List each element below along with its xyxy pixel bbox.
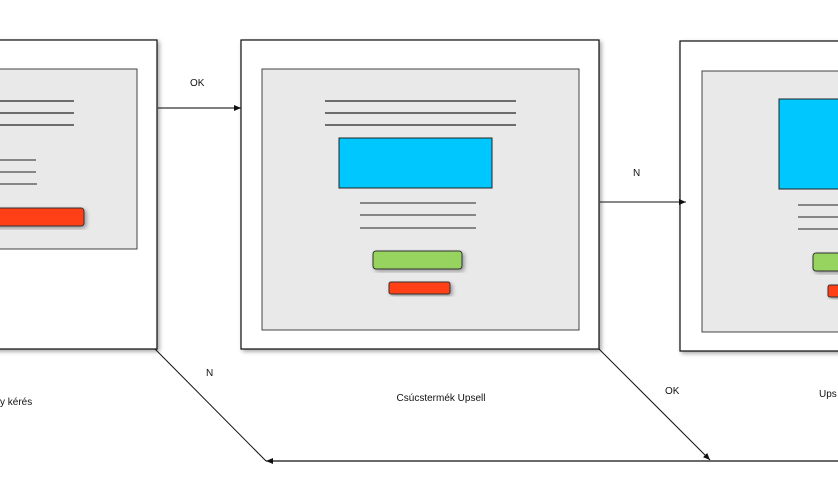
screen-caption: Csúcstermék Upsell bbox=[397, 393, 486, 404]
green-button bbox=[812, 252, 838, 272]
red-button bbox=[0, 207, 85, 227]
edge-label-n: N bbox=[206, 368, 213, 379]
screen-1 bbox=[0, 39, 158, 350]
text-lines bbox=[0, 100, 74, 126]
image-placeholder bbox=[778, 98, 838, 190]
text-lines bbox=[0, 159, 37, 185]
screen-caption: y kérés bbox=[0, 397, 32, 408]
edge-label-ok: OK bbox=[190, 78, 205, 89]
text-lines bbox=[360, 202, 476, 229]
screen-3 bbox=[679, 40, 838, 352]
red-button bbox=[388, 281, 451, 295]
edge-label-n: N bbox=[633, 168, 640, 179]
arrow-ok-bottom bbox=[598, 348, 711, 461]
red-button bbox=[827, 284, 838, 298]
edge-label-ok: OK bbox=[665, 386, 680, 397]
green-button bbox=[372, 250, 463, 270]
arrow-n-diagonal bbox=[154, 348, 267, 462]
screen-caption: Ups bbox=[819, 389, 837, 400]
screen-2 bbox=[240, 39, 600, 350]
text-lines bbox=[325, 100, 516, 126]
text-lines bbox=[798, 204, 838, 230]
image-placeholder bbox=[338, 137, 493, 189]
